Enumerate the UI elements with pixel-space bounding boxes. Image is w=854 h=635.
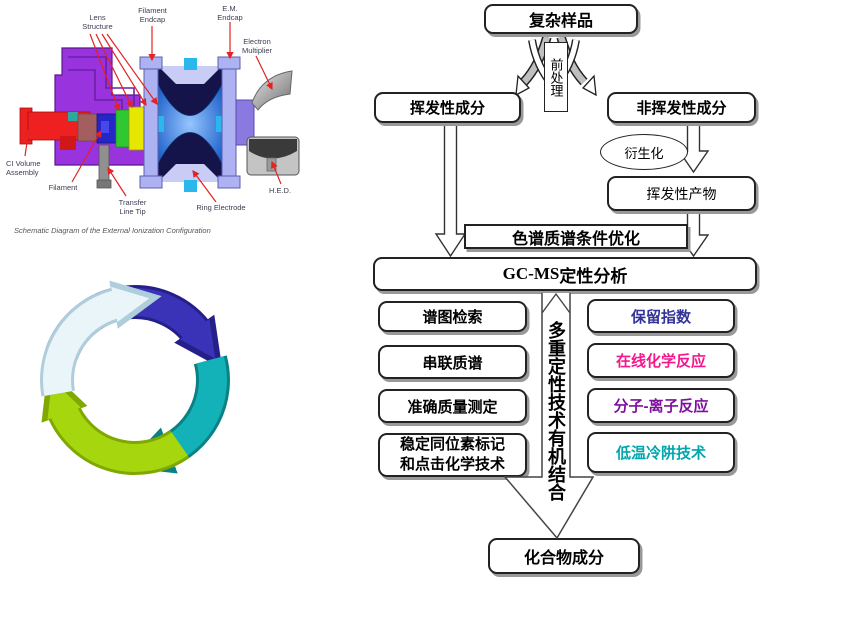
node-molecule-ion: 分子-离子反应 xyxy=(587,388,735,423)
arrow-volatile-down xyxy=(434,124,467,258)
node-pretreatment: 前处理 xyxy=(544,42,568,112)
hed-part xyxy=(246,136,300,176)
label-ring-electrode: Ring Electrode xyxy=(196,203,246,212)
pointer-lines xyxy=(24,22,282,203)
node-compound: 化合物成分 xyxy=(488,538,640,574)
node-volatile: 挥发性成分 xyxy=(374,92,521,123)
ion-source-schematic xyxy=(19,22,300,203)
node-volatile-product: 挥发性产物 xyxy=(607,176,756,211)
lens-green xyxy=(115,109,130,148)
center-arrow-label: 多重定性技术有机结合 xyxy=(546,321,566,501)
node-isotope-click: 稳定同位素标记 和点击化学技术 xyxy=(378,433,527,477)
node-derivatization: 衍生化 xyxy=(600,134,688,170)
gcms-prefix: GC-MS xyxy=(502,264,560,283)
gcms-suffix: 定性分析 xyxy=(559,266,628,286)
label-transfer-line-tip: Transfer Line Tip xyxy=(118,198,147,216)
electron-multiplier-horn xyxy=(251,70,293,111)
label-filament: Filament xyxy=(48,183,78,192)
cycle-arrows-graphic xyxy=(40,280,230,475)
node-optimization: 色谱质谱条件优化 xyxy=(464,224,688,249)
label-ci-volume: CI Volume Assembly xyxy=(6,159,41,177)
schematic-caption: Schematic Diagram of the External Ioniza… xyxy=(14,226,211,235)
node-accurate-mass: 准确质量测定 xyxy=(378,389,527,423)
label-electron-multiplier: Electron Multiplier xyxy=(241,37,272,55)
node-online-reaction: 在线化学反应 xyxy=(587,343,735,378)
label-filament-endcap: Filament Endcap xyxy=(138,6,167,24)
label-lens-structure: Lens Structure xyxy=(82,13,113,31)
node-tandem-ms: 串联质谱 xyxy=(378,345,527,379)
node-retention-index: 保留指数 xyxy=(587,299,735,333)
label-em-endcap: E.M. Endcap xyxy=(217,4,243,22)
node-cold-trap: 低温冷阱技术 xyxy=(587,432,735,473)
transfer-line-tube xyxy=(98,144,110,184)
teal-connector xyxy=(68,112,78,121)
node-complex-sample: 复杂样品 xyxy=(484,4,638,34)
node-nonvolatile: 非挥发性成分 xyxy=(607,92,756,123)
flowchart-connectors xyxy=(434,35,710,258)
curved-arrowhead-right xyxy=(581,74,597,97)
curved-arrowhead-left xyxy=(515,74,531,97)
trap-housing xyxy=(139,56,255,192)
node-spectrum-search: 谱图检索 xyxy=(378,301,527,332)
label-hed: H.E.D. xyxy=(268,186,292,195)
maroon-cylinder xyxy=(77,113,99,142)
